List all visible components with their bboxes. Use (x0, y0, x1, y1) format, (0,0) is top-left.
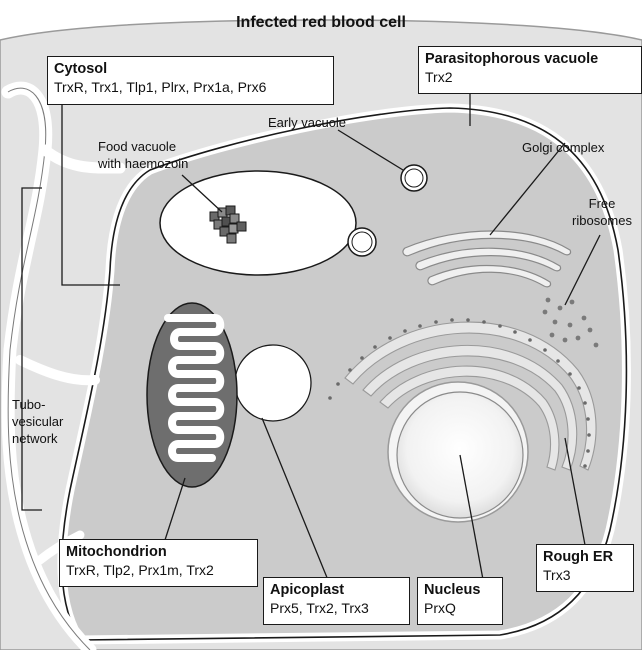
rough-er-proteins: Trx3 (543, 566, 627, 584)
nucleus-proteins: PrxQ (424, 599, 496, 617)
apicoplast-box: Apicoplast Prx5, Trx2, Trx3 (263, 577, 410, 625)
tubovesicular-label-line2: vesicular (12, 413, 63, 430)
rough-er-title: Rough ER (543, 548, 627, 566)
food-vacuole-label-line1: Food vacuole (98, 138, 188, 155)
cytosol-title: Cytosol (54, 60, 327, 78)
apicoplast-title: Apicoplast (270, 581, 403, 599)
golgi-label: Golgi complex (522, 139, 604, 156)
cytosol-proteins: TrxR, Trx1, Tlp1, Plrx, Prx1a, Prx6 (54, 78, 327, 96)
rough-er-box: Rough ER Trx3 (536, 544, 634, 592)
cytosol-box: Cytosol TrxR, Trx1, Tlp1, Plrx, Prx1a, P… (47, 56, 334, 105)
vacuole-proteins: Trx2 (425, 68, 635, 86)
mitochondrion-proteins: TrxR, Tlp2, Prx1m, Trx2 (66, 561, 251, 579)
tubovesicular-label: Tubo- vesicular network (12, 396, 63, 447)
food-vacuole (160, 171, 356, 275)
nucleus-box: Nucleus PrxQ (417, 577, 503, 625)
vacuole-title: Parasitophorous vacuole (425, 50, 635, 68)
free-ribosomes-label-line2: ribosomes (566, 212, 638, 229)
free-ribosomes-label-line1: Free (566, 195, 638, 212)
free-ribosomes-label: Free ribosomes (566, 195, 638, 229)
vacuole-box: Parasitophorous vacuole Trx2 (418, 46, 642, 94)
nucleus-title: Nucleus (424, 581, 496, 599)
mitochondrion-title: Mitochondrion (66, 543, 251, 561)
food-vacuole-label-line2: with haemozoin (98, 155, 188, 172)
apicoplast-proteins: Prx5, Trx2, Trx3 (270, 599, 403, 617)
mitochondrion-box: Mitochondrion TrxR, Tlp2, Prx1m, Trx2 (59, 539, 258, 587)
tubovesicular-label-line3: network (12, 430, 63, 447)
diagram-title: Infected red blood cell (0, 14, 642, 32)
early-vacuole-label: Early vacuole (268, 114, 346, 131)
apicoplast (235, 345, 311, 421)
tubovesicular-label-line1: Tubo- (12, 396, 63, 413)
food-vacuole-label: Food vacuole with haemozoin (98, 138, 188, 172)
